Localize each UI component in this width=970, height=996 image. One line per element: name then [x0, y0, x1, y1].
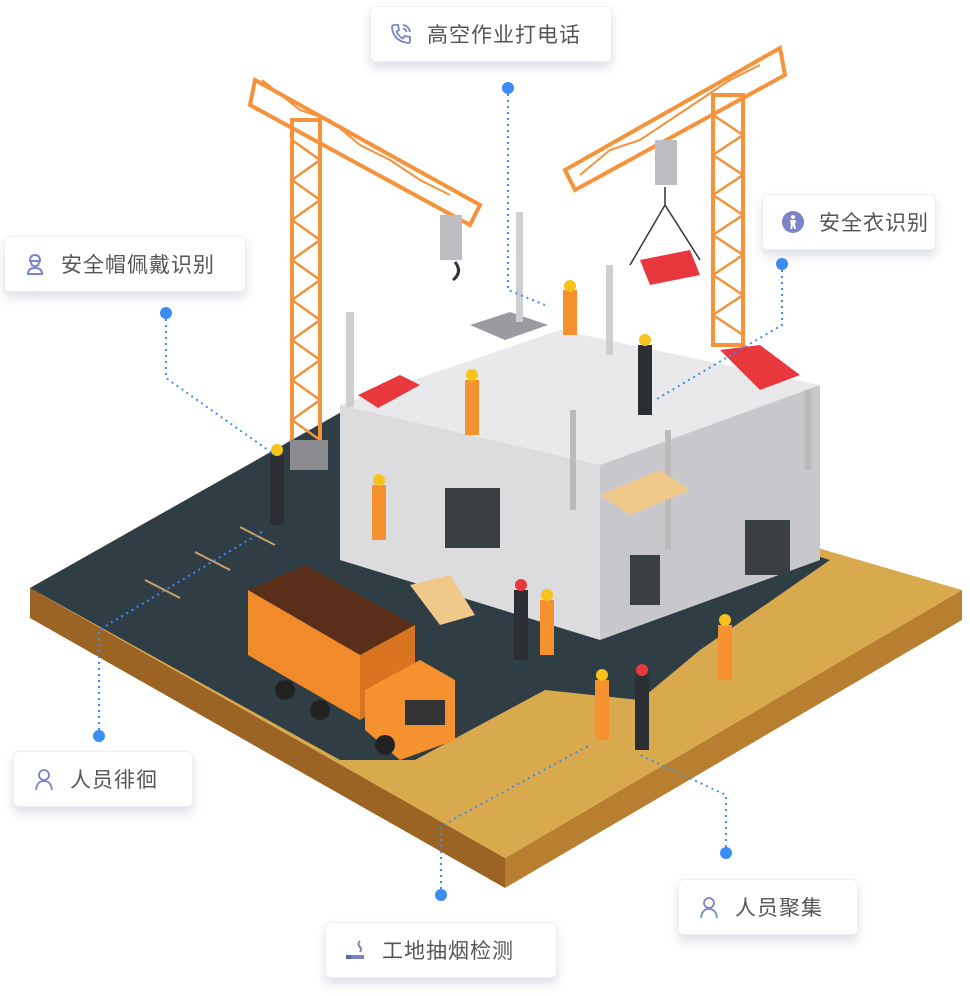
helmet-person-icon [23, 252, 47, 276]
label-text: 工地抽烟检测 [382, 939, 514, 963]
connector-lines [98, 88, 783, 895]
phone-icon [389, 22, 413, 46]
person-icon [32, 767, 56, 791]
cigarette-icon [344, 938, 368, 962]
label-text: 高空作业打电话 [427, 23, 581, 47]
marker-dot[interactable] [435, 889, 447, 901]
planks [410, 470, 690, 625]
building [340, 212, 820, 640]
label-text: 人员徘徊 [70, 768, 158, 792]
marker-dot[interactable] [93, 730, 105, 742]
crane-left [247, 76, 483, 470]
label-gathering[interactable]: 人员聚集 [678, 879, 858, 935]
dump-truck [248, 565, 455, 760]
label-smoking-detection[interactable]: 工地抽烟检测 [325, 922, 557, 978]
label-text: 安全衣识别 [819, 211, 929, 235]
crane-right [562, 44, 788, 347]
label-safety-vest[interactable]: 安全衣识别 [762, 194, 936, 250]
workers [270, 280, 732, 750]
person-icon [697, 895, 721, 919]
platform-side-left [30, 588, 505, 888]
marker-dot[interactable] [776, 258, 788, 270]
label-loitering[interactable]: 人员徘徊 [13, 751, 193, 807]
label-phone-at-height[interactable]: 高空作业打电话 [370, 6, 612, 62]
marker-dot[interactable] [160, 307, 172, 319]
platform-side-right [505, 590, 962, 888]
marker-dot[interactable] [502, 82, 514, 94]
bricks [358, 250, 800, 408]
label-text: 安全帽佩戴识别 [61, 253, 215, 277]
marker-dot[interactable] [720, 847, 732, 859]
label-text: 人员聚集 [735, 896, 823, 920]
label-helmet-detection[interactable]: 安全帽佩戴识别 [4, 236, 246, 292]
safety-vest-icon [781, 210, 805, 234]
